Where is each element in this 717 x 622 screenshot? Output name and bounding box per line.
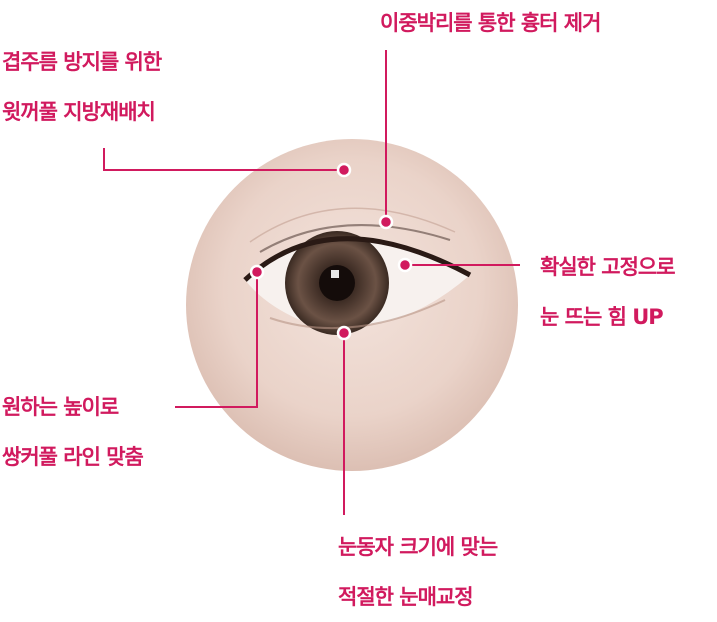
label-line: 겹주름 방지를 위한	[2, 50, 162, 74]
label-line: 원하는 높이로	[2, 395, 119, 419]
label-fixation: 확실한 고정으로 눈 뜨는 힘 UP	[540, 242, 676, 342]
marker-dots	[249, 162, 413, 341]
label-line: 쌍커풀 라인 맞춤	[2, 445, 144, 469]
label-line: 적절한 눈매교정	[338, 585, 474, 609]
pupil	[319, 265, 355, 301]
label-ptosis-correction: 눈동자 크기에 맞는 적절한 눈매교정	[338, 522, 498, 622]
label-line: 윗꺼풀 지방재배치	[2, 100, 156, 124]
eye-photo	[186, 139, 518, 471]
label-fat-repositioning: 겹주름 방지를 위한 윗꺼풀 지방재배치	[2, 37, 162, 137]
label-line: 눈 뜨는 힘 UP	[540, 305, 664, 329]
leader-lines	[103, 50, 520, 515]
label-line: 눈동자 크기에 맞는	[338, 535, 498, 559]
label-line: 확실한 고정으로	[540, 255, 676, 279]
label-line-height: 원하는 높이로 쌍커풀 라인 맞춤	[2, 382, 144, 482]
label-line: 이중박리를 통한 흉터 제거	[380, 11, 601, 35]
label-scar-removal: 이중박리를 통한 흉터 제거	[380, 0, 601, 48]
